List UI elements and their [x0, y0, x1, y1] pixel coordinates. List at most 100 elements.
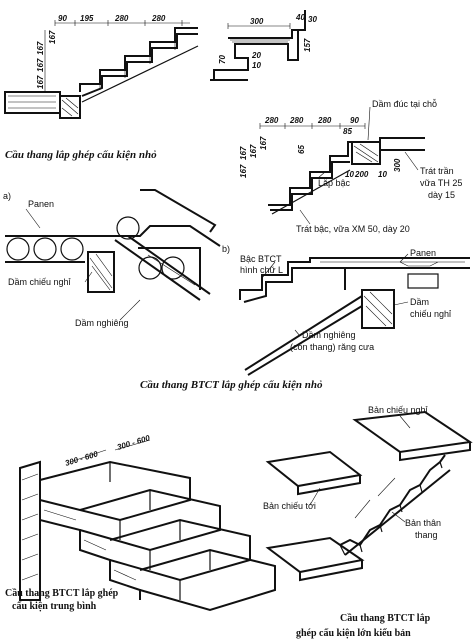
step-joints — [99, 42, 176, 90]
mid-dim-2: 280 — [289, 116, 304, 125]
label-trat-bac: Trát bậc, vữa XM 50, dày 20 — [296, 224, 410, 234]
mid-dim-ticks — [259, 123, 366, 129]
label-ban-than: Bản thân — [405, 518, 441, 528]
label-ban-chieu-nghi: Bản chiếu nghỉ — [368, 405, 428, 415]
step-mid-block — [79, 488, 221, 552]
dim-top-1: 90 — [58, 14, 67, 23]
inclined-beam-a — [114, 235, 211, 301]
landing-profile — [210, 29, 299, 81]
beam-a-hatch — [89, 253, 113, 291]
leader-dam-nghieng-b — [294, 329, 301, 337]
step-joints-b — [109, 462, 211, 600]
dim-20: 20 — [251, 51, 261, 60]
leader-bac-btct — [261, 261, 276, 279]
hollow-core-3 — [60, 237, 84, 261]
mid-dim-300: 300 — [393, 158, 402, 172]
mid-side-1: 167 — [239, 146, 248, 160]
mid-side-2: 167 — [239, 164, 248, 178]
lower-landing-edge — [299, 560, 363, 582]
middle-left-figure-a: Panen Dầm chiếu nghỉ Dầm nghiêng — [5, 189, 221, 328]
dim-10: 10 — [252, 61, 261, 70]
step-bottom-block — [139, 548, 276, 612]
bottom-right-slab-stair: Bản chiếu nghỉ Bản chiếu tới Bản thân th… — [263, 405, 473, 639]
leader-dam-b — [393, 301, 409, 306]
mid-right-stair-detail: 280 280 280 90 167 167 167 167 85 65 10 … — [3, 99, 462, 234]
stair-inner-profile — [81, 33, 198, 97]
step-low-block — [109, 518, 251, 582]
stair-soffit — [81, 45, 199, 103]
label-trat-tran: Trát trần — [420, 166, 454, 176]
mid-side-4: 167 — [259, 136, 268, 150]
dim-side-2: 167 — [36, 58, 45, 72]
mid-stair-inner — [270, 161, 350, 211]
label-panen-a: Panen — [28, 199, 54, 209]
slab-hatch — [8, 95, 56, 109]
panel-top — [5, 225, 221, 247]
panel-hatch-a — [147, 254, 196, 286]
dim-40: 40 — [295, 13, 305, 22]
mid-dim-85: 85 — [343, 127, 352, 136]
landing-beam-a — [87, 251, 115, 293]
step-top-block — [39, 460, 191, 522]
leader-lap-bac — [317, 171, 326, 179]
leader-ban-chieu-toi — [309, 487, 321, 506]
dim-side-4: 167 — [48, 30, 57, 44]
mid-dim-10b: 10 — [378, 170, 387, 179]
beam-hatch — [61, 97, 79, 117]
lower-landing-slab — [265, 536, 365, 574]
approach-slab — [265, 450, 363, 488]
middle-right-figure-b: b) Bậc BTCT hình chữ L Panen Dầm chiếu n… — [222, 244, 470, 376]
label-bac-btct: Bậc BTCT — [240, 254, 282, 264]
mid-dim-10a: 10 — [345, 170, 354, 179]
hollow-core-5 — [138, 256, 162, 280]
dim-line-300 — [227, 23, 291, 29]
beam-b-hatch — [363, 291, 393, 327]
dim-300: 300 — [250, 17, 264, 26]
dim-top-2: 195 — [80, 14, 94, 23]
leader-ban-than — [391, 511, 406, 523]
label-dam-duc-tai-cho: Dầm đúc tại chỗ — [372, 99, 437, 109]
mid-dim-200: 200 — [354, 170, 369, 179]
saw-tooth-beam-b — [244, 295, 363, 376]
caption-middle: Cầu thang BTCT lắp ghép cấu kiện nhỏ — [140, 379, 323, 391]
mid-dim-65: 65 — [297, 145, 306, 154]
side-wall — [19, 460, 41, 601]
dim-300-600-b: 300 - 600 — [116, 433, 151, 452]
mid-side-3: 167 — [249, 144, 258, 158]
dim-side-1: 167 — [36, 41, 45, 55]
caption-top-left: Cầu thang lắp ghép cấu kiện nhỏ — [5, 149, 157, 161]
sub-figure-a: a) — [3, 191, 11, 201]
mid-soffit — [271, 169, 351, 215]
cast-beam-hatch — [353, 143, 379, 163]
bottom-left-medium-stair: 300 - 600 300 - 600 Cầu thang BTCT lắp g… — [5, 433, 276, 612]
upper-stair-a — [140, 189, 217, 233]
panel-b-void — [407, 273, 439, 289]
landing-riser — [298, 10, 306, 31]
dim-top-4: 280 — [151, 14, 166, 23]
dim-side-3: 167 — [36, 75, 45, 89]
upper-landing-edge — [399, 442, 471, 462]
dim-30: 30 — [308, 15, 317, 24]
leader-ban-chieu-nghi — [399, 415, 411, 429]
leader-panen-b — [399, 253, 409, 263]
landing-beam-b — [361, 289, 395, 329]
leader-dam-chieu-nghi-a — [84, 271, 93, 283]
hollow-core-1 — [6, 237, 30, 261]
hollow-core-4 — [116, 216, 140, 240]
landing-hatch — [230, 39, 290, 43]
label-thang: thang — [415, 530, 438, 540]
label-hinh-chu-l: hình chữ L — [240, 265, 283, 275]
dim-top-3: 280 — [114, 14, 129, 23]
label-ban-chieu-toi: Bản chiếu tới — [263, 501, 316, 511]
caption-bottom-left-1: Cầu thang BTCT lắp ghép — [5, 588, 119, 599]
dimension-ticks — [54, 20, 183, 26]
label-dam-chieu-nghi-a: Dầm chiếu nghỉ — [8, 277, 71, 287]
mid-dim-1: 280 — [264, 116, 279, 125]
stair-side-stringer — [39, 500, 141, 600]
top-left-stair-section: 90 195 280 280 167 167 167 167 Cầu thang… — [4, 14, 199, 161]
flight-risers — [339, 461, 443, 556]
leader-trat-bac — [299, 209, 311, 225]
floor-slab — [4, 91, 61, 114]
label-dam-nghieng-a: Dầm nghiêng — [75, 318, 129, 328]
